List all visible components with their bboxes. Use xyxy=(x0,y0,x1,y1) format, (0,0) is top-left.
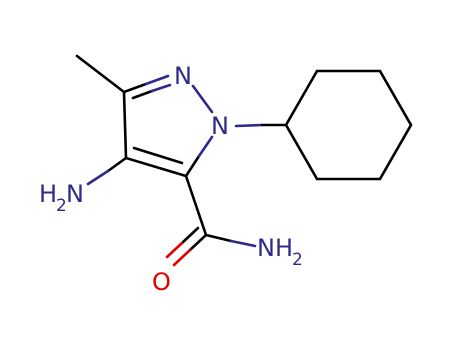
amide-nh-label: NH xyxy=(257,234,293,262)
bond-c4-amine-a xyxy=(106,156,128,173)
bond-carbonyl-o-b2 xyxy=(165,241,184,259)
bond-carbonyl-amide-a xyxy=(204,233,233,243)
bond-n1-cyclohexyl-a xyxy=(234,123,264,128)
amide-nh-subscript: 2 xyxy=(292,250,303,270)
bond-carbonyl-o-a1 xyxy=(188,233,208,252)
bond-carbonyl-o-b1 xyxy=(180,226,200,245)
bond-c5-n1-a xyxy=(184,154,201,178)
bond-c3-n2-inner xyxy=(131,89,154,100)
bond-carbonyl-o-a2 xyxy=(172,248,192,267)
bond-n2-n1 xyxy=(191,84,214,114)
ring-nitrogen-n2-label: N xyxy=(174,62,192,90)
bond-c3-n2-inner-b xyxy=(150,83,172,93)
bond-c3-n2-outer-b xyxy=(144,74,170,86)
ring-nitrogen-n1-label: N xyxy=(211,112,229,140)
bond-c4-c5-inner xyxy=(132,146,184,165)
cyclohexane-ring xyxy=(284,69,413,181)
bond-c3-n2-outer xyxy=(122,82,148,94)
amine-n-label: N xyxy=(66,180,84,208)
bond-methyl-c3 xyxy=(75,54,126,94)
atom-labels: N N H 2 N NH 2 O xyxy=(39,62,303,296)
bonds xyxy=(75,54,413,267)
bond-c5-carbonyl xyxy=(184,174,208,237)
bond-c4-c5 xyxy=(124,156,188,178)
carbonyl-oxygen-label: O xyxy=(152,268,171,296)
bond-c5-n1-b xyxy=(197,135,214,158)
bond-c3-c4 xyxy=(122,90,128,160)
amine-h-label: H xyxy=(39,180,57,208)
amine-h-subscript: 2 xyxy=(56,196,67,216)
bond-c4-amine-b xyxy=(86,169,110,186)
bond-carbonyl-amide-b xyxy=(229,239,257,248)
